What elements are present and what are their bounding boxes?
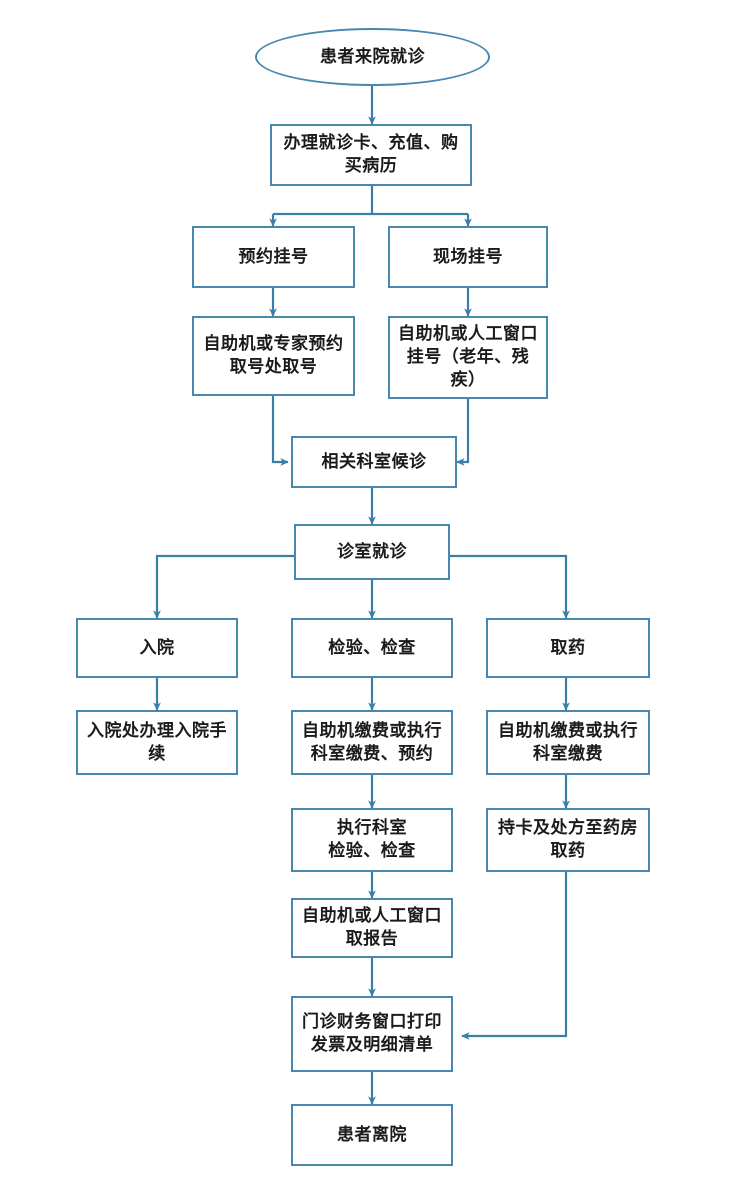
edge-pickup-waiting xyxy=(271,396,289,466)
node-label: 自助机或专家预约 取号处取号 xyxy=(203,334,344,377)
node-label: 取药 xyxy=(550,637,586,658)
node-label: 自助机缴费或执行 科室缴费、预约 xyxy=(302,720,442,764)
edge-consult-medicine xyxy=(450,554,570,619)
node-medicine-payment[interactable]: 自助机缴费或执行 科室缴费 xyxy=(486,710,650,775)
node-label: 诊室就诊 xyxy=(337,541,407,562)
node-label: 自助机或人工窗口 取报告 xyxy=(302,906,442,949)
node-label: 患者离院 xyxy=(337,1124,407,1145)
node-label: 自助机缴费或执行 科室缴费 xyxy=(498,720,638,764)
node-examination-payment[interactable]: 自助机缴费或执行 科室缴费、预约 xyxy=(291,710,453,775)
node-patient-leaves[interactable]: 患者离院 xyxy=(291,1104,453,1166)
node-label: 入院 xyxy=(139,637,175,658)
node-label: 办理就诊卡、充值、购 买病历 xyxy=(283,133,459,176)
node-finance-window-invoice[interactable]: 门诊财务窗口打印 发票及明细清单 xyxy=(291,996,453,1072)
node-label: 自助机或人工窗口 挂号（老年、残 疾） xyxy=(398,324,538,390)
node-pharmacy-dispense[interactable]: 持卡及处方至药房 取药 xyxy=(486,808,650,872)
node-admission[interactable]: 入院 xyxy=(76,618,238,678)
node-process-card[interactable]: 办理就诊卡、充值、购 买病历 xyxy=(270,124,472,186)
node-admission-desk[interactable]: 入院处办理入院手 续 xyxy=(76,710,238,775)
node-clinic-consultation[interactable]: 诊室就诊 xyxy=(294,524,450,580)
node-label: 门诊财务窗口打印 发票及明细清单 xyxy=(302,1012,442,1055)
edge-counter-waiting xyxy=(456,399,470,466)
node-label: 持卡及处方至药房 取药 xyxy=(498,818,638,861)
node-execution-department[interactable]: 执行科室 检验、检查 xyxy=(291,808,453,872)
node-appointment-number-pickup[interactable]: 自助机或专家预约 取号处取号 xyxy=(192,316,355,396)
node-appointment-registration[interactable]: 预约挂号 xyxy=(192,226,355,288)
node-onsite-counter-registration[interactable]: 自助机或人工窗口 挂号（老年、残 疾） xyxy=(388,316,548,399)
node-patient-arrives[interactable]: 患者来院就诊 xyxy=(255,28,490,86)
node-label: 相关科室候诊 xyxy=(321,451,427,472)
node-label: 执行科室 检验、检查 xyxy=(328,818,416,861)
node-onsite-registration[interactable]: 现场挂号 xyxy=(388,226,548,288)
node-department-waiting[interactable]: 相关科室候诊 xyxy=(291,436,457,488)
node-label: 检验、检查 xyxy=(328,637,416,658)
node-label: 现场挂号 xyxy=(433,246,503,267)
node-label: 患者来院就诊 xyxy=(320,46,425,67)
node-label: 预约挂号 xyxy=(238,246,309,267)
node-report-pickup[interactable]: 自助机或人工窗口 取报告 xyxy=(291,898,453,958)
node-label: 入院处办理入院手 续 xyxy=(87,720,227,764)
edge-pharmacy-finance xyxy=(461,872,568,1040)
node-examination[interactable]: 检验、检查 xyxy=(291,618,453,678)
node-get-medicine[interactable]: 取药 xyxy=(486,618,650,678)
edge-consult-admission xyxy=(153,554,294,619)
